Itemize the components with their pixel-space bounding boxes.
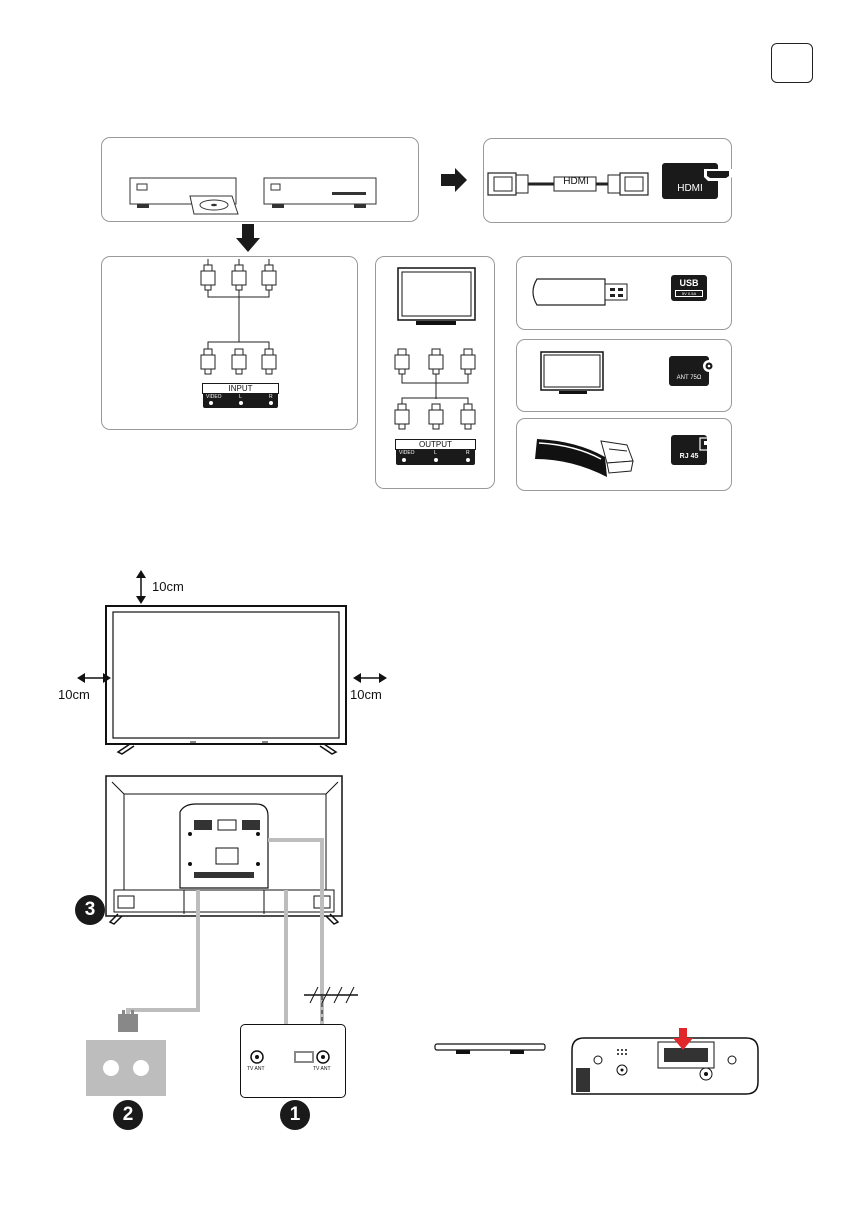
hdmi-port-label: HDMI [662,183,718,194]
arrow-down-icon [236,224,260,254]
dvd-player-and-set-top-box-illustration [102,138,420,223]
step-two-badge: 2 [113,1100,143,1130]
clearance-left-arrow-icon [77,672,111,684]
source-devices-panel [101,137,419,222]
av-output-panel: OUTPUT VIDEO L R [375,256,495,489]
power-socket [86,1040,166,1096]
wall-plate-right-label: TV ANT [313,1066,331,1072]
antenna-wall-plate: TV ANT TV ANT [240,1024,346,1098]
clearance-left-label: 10cm [58,687,90,702]
rj45-port-badge: RJ 45 [671,435,707,465]
hdmi-port-badge: HDMI [662,163,718,199]
input-jacks-icon [203,385,278,408]
arrow-right-icon [441,168,471,192]
usb-port-sublabel: 5V 0.5A [675,290,703,297]
clearance-right-arrow-icon [353,672,387,684]
antenna-panel: ANT 75Ω [516,339,732,412]
usb-panel: USB 5V 0.5A [516,256,732,330]
wall-plate-left-label: TV ANT [247,1066,265,1072]
tv-front-clearance-illustration [100,570,360,760]
ethernet-port-icon [689,435,725,465]
rj45-port-label: RJ 45 [671,453,707,460]
hdmi-panel: HDMI HDMI [483,138,732,223]
av-output-port-block: OUTPUT VIDEO L R [396,441,475,465]
socket-holes-icon [86,1040,166,1096]
av-input-panel: INPUT VIDEO L R [101,256,358,430]
page-corner-box [771,43,813,83]
antenna-port-badge: ANT 75Ω [669,356,709,386]
output-jacks-icon [396,441,475,465]
antenna-port-label: ANT 75Ω [669,375,709,381]
step-three-badge: 3 [75,895,105,925]
usb-port-badge: USB 5V 0.5A [671,275,707,301]
tv-bottom-profile-illustration [434,1038,554,1068]
arrow-down-red-icon [673,1028,693,1050]
hdmi-cable-label: HDMI [556,176,596,187]
usb-port-label: USB [671,278,707,288]
av-input-port-block: INPUT VIDEO L R [203,385,278,408]
coax-port-icon [689,356,729,386]
network-panel: RJ 45 [516,418,732,491]
wall-plate-sockets-icon [241,1025,347,1099]
clearance-top-label: 10cm [152,579,184,594]
tv-panel-closeup-illustration [570,1026,770,1096]
clearance-right-label: 10cm [350,687,382,702]
step-one-badge: 1 [280,1100,310,1130]
